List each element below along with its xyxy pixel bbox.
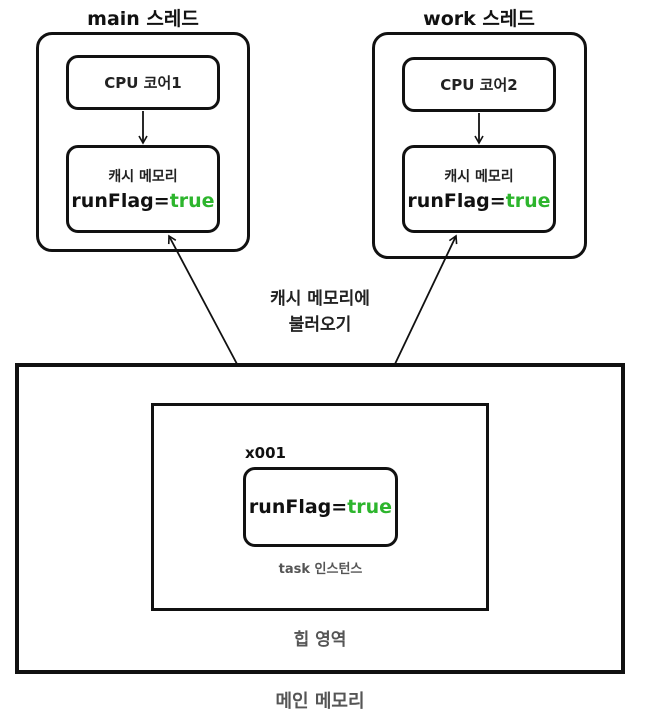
cpu-core-1-label: CPU 코어1 bbox=[104, 74, 182, 92]
flag-name: runFlag= bbox=[71, 190, 170, 212]
main-cache-runflag: runFlag=true bbox=[71, 190, 214, 212]
instance-address: x001 bbox=[245, 444, 286, 462]
work-cache-runflag: runFlag=true bbox=[407, 190, 550, 212]
memory-to-main-cache-arrow bbox=[167, 234, 238, 365]
task-instance-caption: task 인스턴스 bbox=[278, 562, 363, 577]
main-memory-label: 메인 메모리 bbox=[275, 691, 365, 712]
load-label-line1: 캐시 메모리에 bbox=[270, 289, 370, 309]
main-cache-label: 캐시 메모리 bbox=[108, 169, 178, 185]
flag-value: true bbox=[347, 496, 393, 518]
flag-value: true bbox=[505, 190, 551, 212]
heap-area-label: 힙 영역 bbox=[293, 630, 347, 650]
main-thread-title: main 스레드 bbox=[87, 8, 199, 30]
work-cache-box: 캐시 메모리 runFlag=true bbox=[402, 145, 556, 233]
load-label-line2: 불러오기 bbox=[288, 315, 352, 335]
main-cache-box: 캐시 메모리 runFlag=true bbox=[66, 145, 220, 233]
instance-runflag: runFlag=true bbox=[249, 496, 392, 518]
task-instance-box: runFlag=true bbox=[243, 467, 398, 547]
cpu-core-2-box: CPU 코어2 bbox=[402, 57, 556, 112]
load-to-cache-label: 캐시 메모리에 불러오기 bbox=[220, 286, 420, 338]
memory-to-work-cache-arrow bbox=[394, 234, 458, 365]
cpu-core-1-box: CPU 코어1 bbox=[66, 55, 220, 110]
flag-value: true bbox=[169, 190, 215, 212]
flag-name: runFlag= bbox=[248, 496, 348, 518]
work-cache-label: 캐시 메모리 bbox=[444, 169, 514, 185]
cpu-core-2-label: CPU 코어2 bbox=[440, 76, 518, 94]
flag-name: runFlag= bbox=[407, 190, 506, 212]
work-thread-title: work 스레드 bbox=[423, 8, 535, 30]
